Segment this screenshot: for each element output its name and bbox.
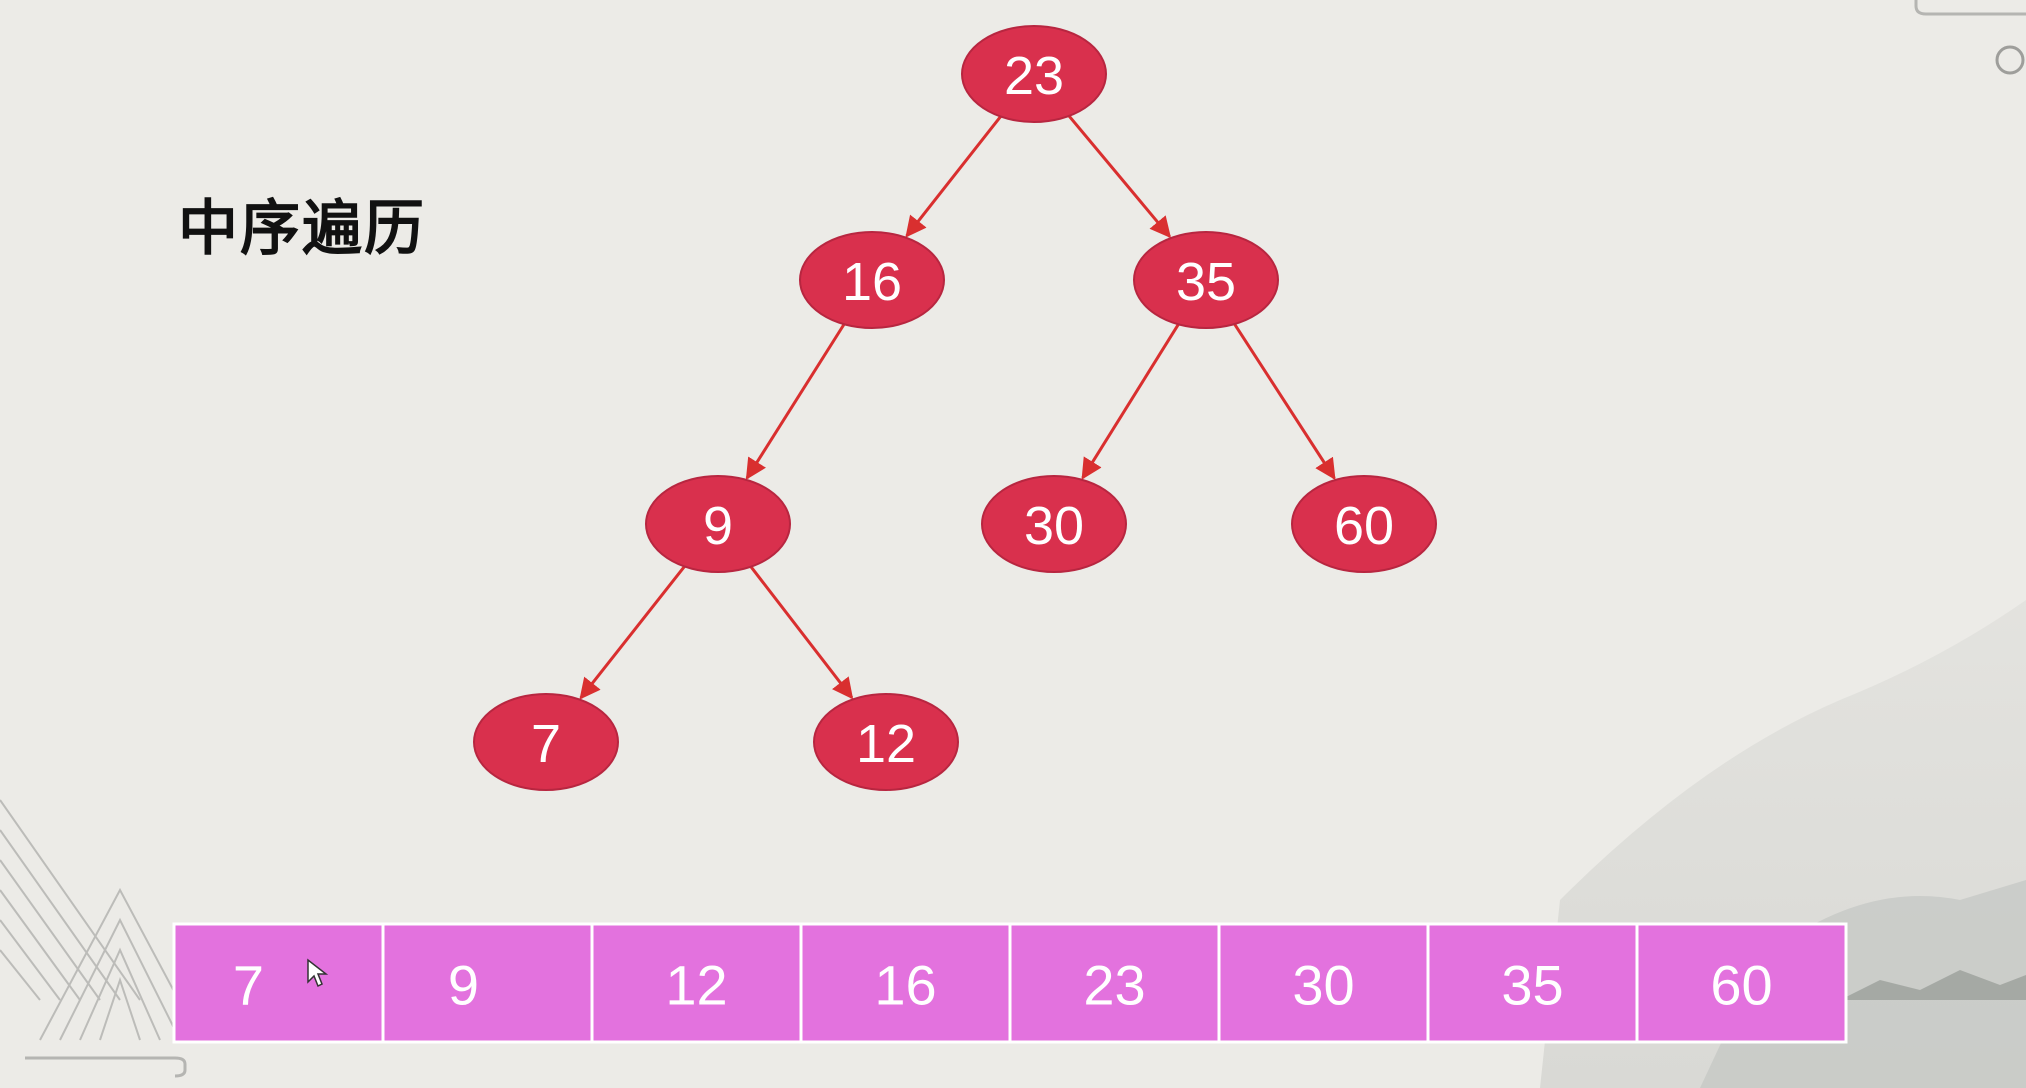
tree-node-label: 12 [856, 714, 916, 774]
tree-node-35: 35 [1133, 231, 1279, 329]
tree-node-9: 9 [645, 475, 791, 573]
tree-node-12: 12 [813, 693, 959, 791]
tree-edge-16-9 [745, 323, 846, 480]
array-cell-9: 9 [381, 922, 594, 1044]
array-cell-value: 35 [1501, 954, 1563, 1017]
tree-edge-35-30 [1081, 323, 1180, 480]
tree-node-16: 16 [799, 231, 945, 329]
array-cell-box [799, 922, 1012, 1044]
tree-node-label: 16 [842, 252, 902, 312]
tree-node-shape [1291, 475, 1437, 573]
tree-node-23: 23 [961, 25, 1107, 123]
array-cell-value: 60 [1710, 954, 1772, 1017]
array-cell-box [1635, 922, 1848, 1044]
array-cell-value: 7 [233, 954, 264, 1017]
tree-node-7: 7 [473, 693, 619, 791]
array-cell-16: 16 [799, 922, 1012, 1044]
tree-edge-23-35 [1067, 114, 1172, 239]
tree-node-shape [813, 693, 959, 791]
array-cell-box [1426, 922, 1639, 1044]
tree-edge-23-16 [905, 115, 1002, 238]
array-cell-23: 23 [1008, 922, 1221, 1044]
tree-node-shape [645, 475, 791, 573]
tree-node-shape [981, 475, 1127, 573]
tree-edge-35-60 [1233, 323, 1336, 481]
array-cell-30: 30 [1217, 922, 1430, 1044]
array-cell-value: 30 [1292, 954, 1354, 1017]
array-cell-box [172, 922, 385, 1044]
tree-node-label: 60 [1334, 496, 1394, 556]
array-cell-7: 7 [172, 922, 385, 1044]
tree-node-label: 30 [1024, 496, 1084, 556]
tree-node-shape [961, 25, 1107, 123]
tree-node-shape [473, 693, 619, 791]
array-cell-12: 12 [590, 922, 803, 1044]
tree-node-30: 30 [981, 475, 1127, 573]
array-cell-value: 9 [448, 954, 479, 1017]
array-cell-value: 16 [874, 954, 936, 1017]
tree-node-label: 23 [1004, 46, 1064, 106]
array-cell-value: 12 [665, 954, 727, 1017]
tree-node-60: 60 [1291, 475, 1437, 573]
tree-node-label: 9 [703, 496, 733, 556]
tree-edge-9-7 [579, 565, 686, 700]
tree-edge-9-12 [749, 565, 854, 700]
array-cell-60: 60 [1635, 922, 1848, 1044]
array-cell-35: 35 [1426, 922, 1639, 1044]
tree-node-shape [1133, 231, 1279, 329]
slide-title: 中序遍历 [178, 194, 426, 264]
tree-node-label: 35 [1176, 252, 1236, 312]
mouse-cursor-icon [307, 958, 329, 988]
array-cell-box [590, 922, 803, 1044]
array-cell-box [381, 922, 594, 1044]
tree-node-shape [799, 231, 945, 329]
array-cell-value: 23 [1083, 954, 1145, 1017]
tree-node-label: 7 [531, 714, 561, 774]
